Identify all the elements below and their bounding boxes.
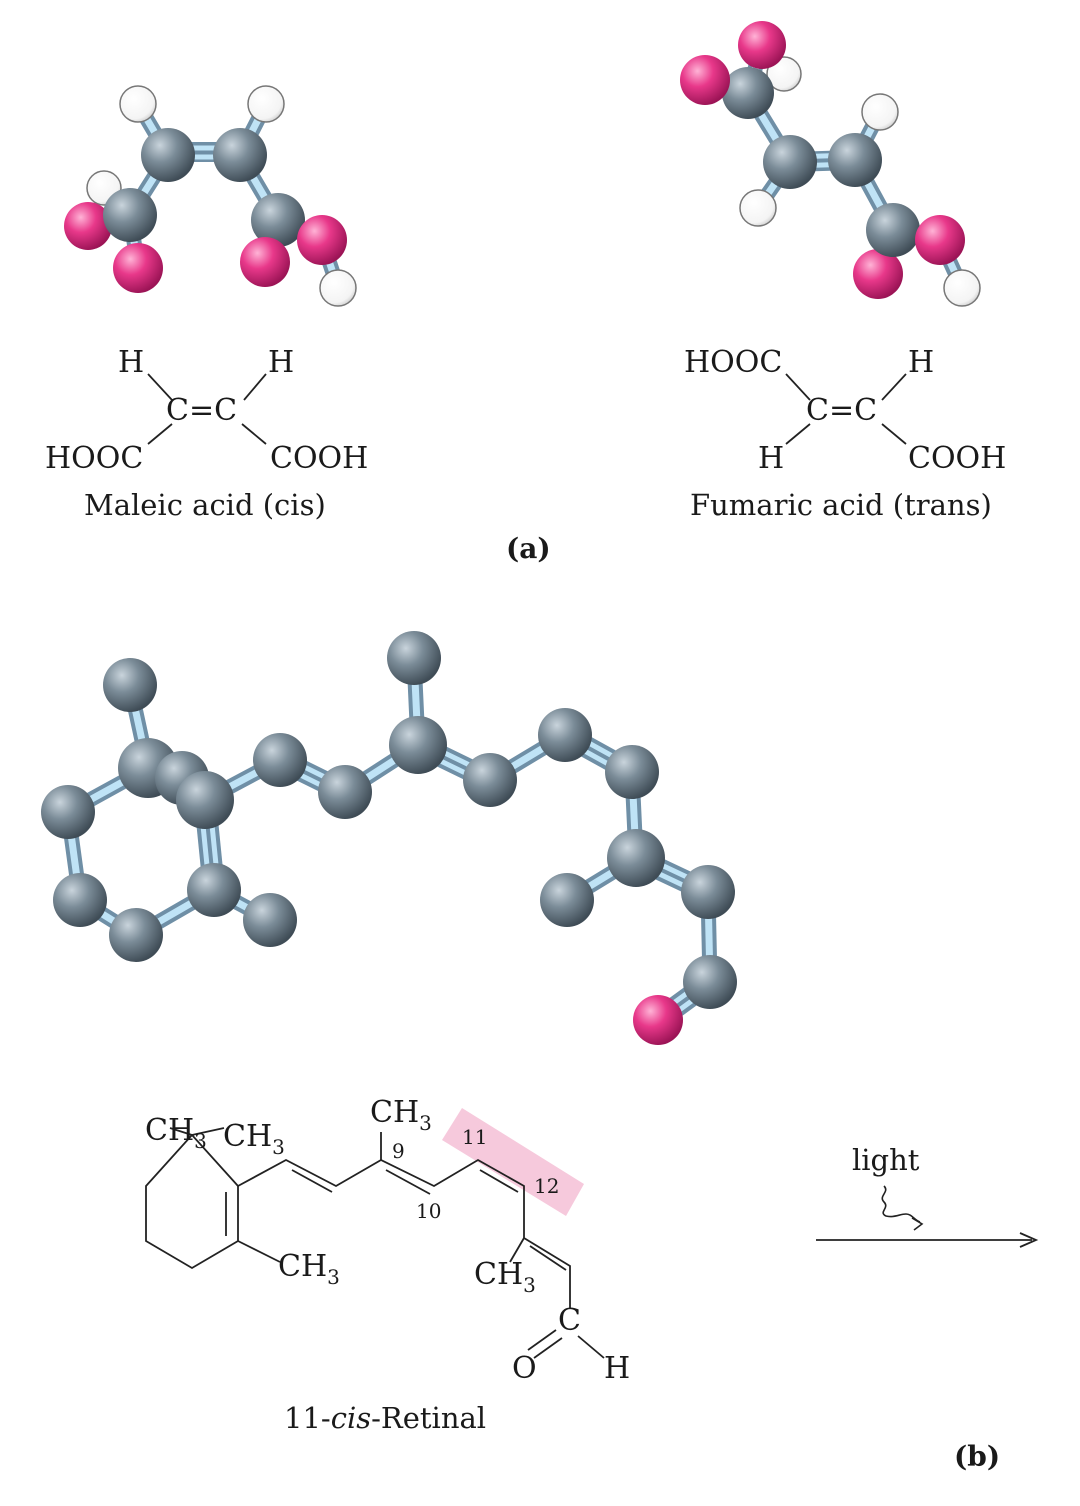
carbon-atom xyxy=(681,865,735,919)
carbon-atom xyxy=(53,873,107,927)
oxygen-atom xyxy=(297,215,347,265)
aldehyde-hydrogen: H xyxy=(604,1351,630,1386)
carbon-atom xyxy=(607,829,665,887)
methyl-gem-1: CH3 xyxy=(145,1113,207,1153)
fumaric-acid-structural-formula: HOOC H C=C H COOH Fumaric acid (trans) xyxy=(684,345,1006,522)
oxygen-atom xyxy=(240,237,290,287)
position-9: 9 xyxy=(392,1139,405,1163)
carbon-atom xyxy=(251,193,305,247)
hydrogen-atom xyxy=(739,189,777,227)
carbon-atom xyxy=(605,745,659,799)
position-10: 10 xyxy=(416,1199,441,1223)
oxygen-atom xyxy=(64,202,112,250)
fumaric-c-eq-c: C=C xyxy=(806,393,877,428)
oxygen-atom xyxy=(853,249,903,299)
carbon-atom xyxy=(463,753,517,807)
methyl-c13: CH3 xyxy=(474,1257,536,1297)
oxygen-atom xyxy=(738,21,786,69)
maleic-acid-ball-stick-model xyxy=(64,85,357,307)
hydrogen-atom xyxy=(861,93,899,131)
maleic-c-eq-c: C=C xyxy=(166,393,237,428)
oxygen-atom xyxy=(113,243,163,293)
methyl-ring: CH3 xyxy=(278,1249,340,1289)
hydrogen-atom xyxy=(319,269,357,307)
position-11: 11 xyxy=(462,1125,487,1149)
fumaric-h-bottom-left: H xyxy=(758,441,784,476)
maleic-h-left: H xyxy=(118,345,144,380)
retinal-model-atoms xyxy=(41,631,737,1045)
maleic-substituent-left: HOOC xyxy=(45,441,143,476)
maleic-substituent-right: COOH xyxy=(270,441,368,476)
hydrogen-atom xyxy=(119,85,157,123)
carbon-atom xyxy=(213,128,267,182)
carbon-atom xyxy=(176,771,234,829)
squiggle-arrowhead-icon xyxy=(911,1217,924,1231)
light-label: light xyxy=(852,1143,920,1177)
carbon-atom xyxy=(103,188,157,242)
fumaric-acid-ball-stick-model xyxy=(680,21,981,307)
reaction-arrowhead-icon xyxy=(1019,1232,1039,1248)
retinal-skeletal-formula: CH3 CH3 CH3 CH3 CH3 9 10 11 12 C O H 11-… xyxy=(145,1095,630,1435)
oxygen-atom xyxy=(680,55,730,105)
fumaric-substituent-top-left: HOOC xyxy=(684,345,782,380)
maleic-acid-caption: Maleic acid (cis) xyxy=(84,488,326,522)
carbon-atom xyxy=(763,135,817,189)
carbon-atom xyxy=(318,765,372,819)
methyl-gem-2: CH3 xyxy=(223,1119,285,1159)
fumaric-acid-caption: Fumaric acid (trans) xyxy=(690,488,992,522)
carbon-atom xyxy=(41,785,95,839)
carbon-atom xyxy=(828,133,882,187)
carbon-atom xyxy=(103,658,157,712)
carbon-atom xyxy=(389,716,447,774)
retinal-caption: 11-cis-Retinal xyxy=(284,1401,486,1435)
maleic-acid-structural-formula: H H C=C HOOC COOH Maleic acid (cis) xyxy=(45,345,368,522)
carbon-atom xyxy=(683,955,737,1009)
retinal-ball-stick-model xyxy=(41,631,737,1045)
carbon-atom xyxy=(866,203,920,257)
aldehyde-oxygen: O xyxy=(512,1351,537,1386)
carbon-atom xyxy=(722,67,774,119)
carbon-atom xyxy=(109,908,163,962)
carbon-atom xyxy=(187,863,241,917)
carbon-atom xyxy=(253,733,307,787)
light-squiggle-icon xyxy=(881,1185,921,1223)
panel-b-label: (b) xyxy=(954,1440,1000,1473)
aldehyde-carbon: C xyxy=(558,1303,581,1338)
panel-a-label: (a) xyxy=(506,532,551,565)
carbon-atom xyxy=(141,128,195,182)
hydrogen-atom xyxy=(943,269,981,307)
carbon-atom xyxy=(540,873,594,927)
oxygen-atom xyxy=(633,995,683,1045)
carbon-atom xyxy=(538,708,592,762)
hydrogen-atom xyxy=(247,85,285,123)
light-reaction-arrow: light xyxy=(816,1143,1039,1248)
position-12: 12 xyxy=(534,1174,559,1198)
maleic-h-right: H xyxy=(268,345,294,380)
carbon-atom xyxy=(387,631,441,685)
c11-c12-bond-highlight xyxy=(442,1108,584,1216)
fumaric-model-atoms xyxy=(680,21,981,307)
carbon-atom xyxy=(243,893,297,947)
oxygen-atom xyxy=(915,215,965,265)
maleic-model-atoms xyxy=(64,85,357,307)
fumaric-substituent-bottom-right: COOH xyxy=(908,441,1006,476)
methyl-c9: CH3 xyxy=(370,1095,432,1135)
fumaric-h-top-right: H xyxy=(908,345,934,380)
hydrogen-atom xyxy=(766,56,802,92)
